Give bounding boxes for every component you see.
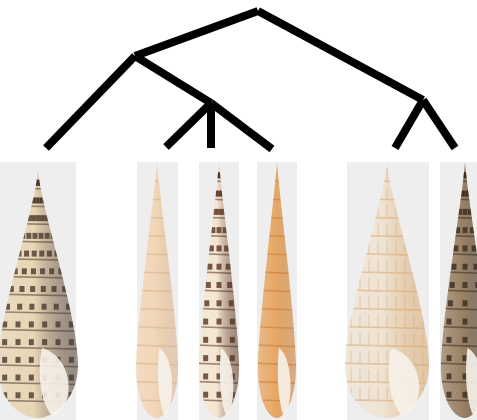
branch-root-right	[258, 11, 423, 100]
branch-root-left	[135, 11, 258, 56]
branch-leaf-6	[423, 100, 455, 148]
branch-leaf-4	[211, 103, 272, 149]
branch-leaf-1	[46, 56, 135, 148]
branch-leaf-5	[395, 100, 423, 148]
cladogram	[46, 11, 455, 149]
branch-left-inner	[135, 56, 211, 103]
branch-leaf-2	[166, 103, 211, 147]
